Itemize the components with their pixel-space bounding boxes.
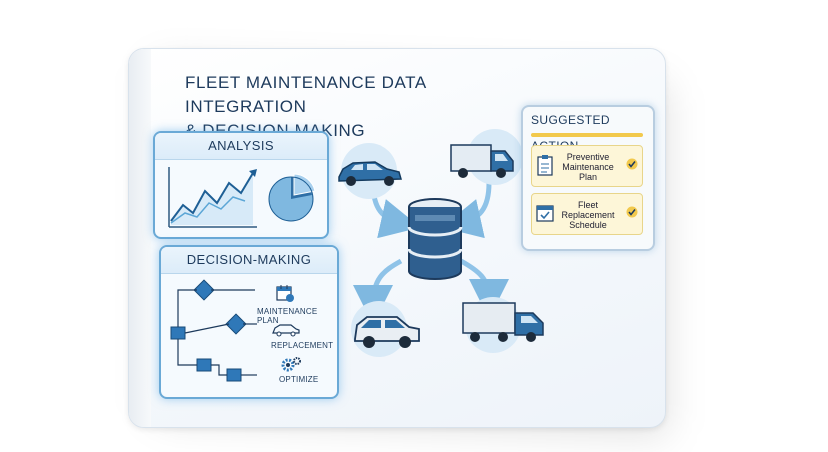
action-fleet-replacement[interactable]: Fleet Replacement Schedule [531, 193, 643, 235]
highlight-bar [531, 133, 643, 137]
infographic-card: FLEET MAINTENANCE DATA INTEGRATION & DEC… [128, 48, 666, 428]
card-edge [129, 49, 151, 427]
action-preventive-maintenance[interactable]: Preventive Maintenance Plan [531, 145, 643, 187]
analysis-panel: ANALYSIS [153, 131, 329, 239]
title-line-1: FLEET MAINTENANCE DATA INTEGRATION [185, 73, 426, 116]
van-icon [450, 144, 514, 178]
flowchart-icon [170, 279, 257, 382]
check-icon [626, 158, 638, 170]
calendar-icon [276, 285, 294, 302]
action-label: Preventive Maintenance Plan [562, 152, 614, 182]
suggested-action-heading: SUGGESTED ACTION [531, 113, 610, 153]
truck-icon [462, 302, 544, 342]
gears-icon [281, 357, 301, 372]
calendar-check-icon [536, 205, 554, 222]
decision-panel: DECISION-MAKING MAINTENANCE PLAN R [159, 245, 339, 399]
decision-heading: DECISION-MAKING [161, 247, 337, 274]
maintenance-plan-label: MAINTENANCE PLAN [257, 307, 318, 325]
replacement-label: REPLACEMENT [271, 341, 334, 350]
optimize-label: OPTIMIZE [279, 375, 319, 384]
database-icon [407, 198, 463, 280]
check-icon [626, 206, 638, 218]
car-outline-icon [272, 324, 300, 337]
action-label: Fleet Replacement Schedule [561, 200, 615, 230]
sedan-icon [338, 161, 402, 186]
suggested-action-panel: SUGGESTED ACTION Preventive Maintenance … [521, 105, 655, 251]
pie-chart-icon [268, 173, 316, 222]
analysis-heading: ANALYSIS [155, 133, 327, 160]
clipboard-icon [537, 155, 553, 176]
data-flow-arrows [353, 182, 509, 325]
suv-icon [354, 316, 420, 348]
line-chart-icon [168, 167, 257, 228]
